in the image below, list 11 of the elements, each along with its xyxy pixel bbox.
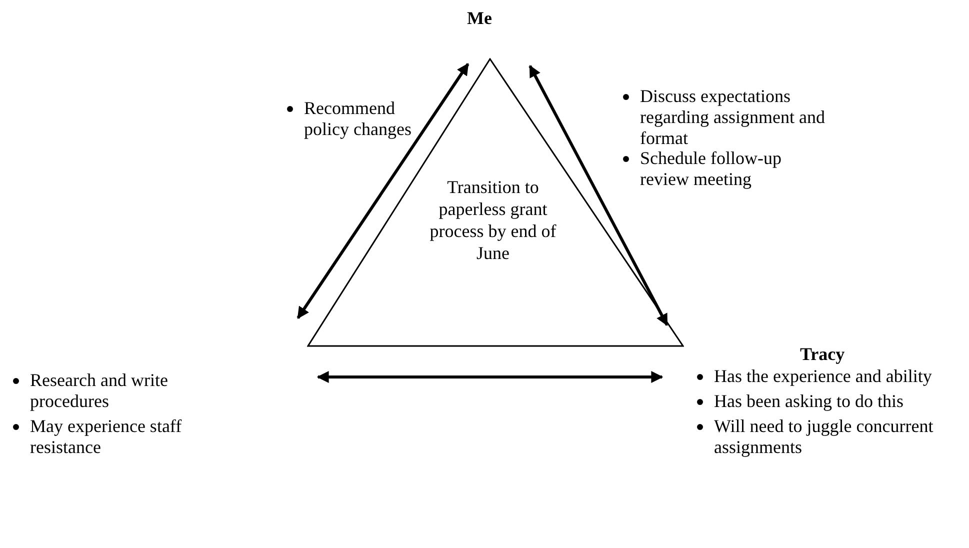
bullet-text: Has been asking to do this [714,391,904,411]
bullet-text: Has the experience and ability [714,366,932,386]
person-heading: Me [467,8,492,29]
bullet-text: May experience staff resistance [30,416,182,457]
person-heading: Tracy [800,344,845,365]
bullet-text: Will need to juggle concurrent assignments [714,416,934,457]
goal-text: Transition to paperless grant process by end of June [428,176,558,264]
bullet-text: Discuss expectations regarding assignment and format [640,86,825,148]
bullet-text: Research and write procedures [30,370,168,411]
bullet-text: Schedule follow-up review meeting [640,148,782,189]
bullet-text: Recommend policy changes [304,98,412,139]
